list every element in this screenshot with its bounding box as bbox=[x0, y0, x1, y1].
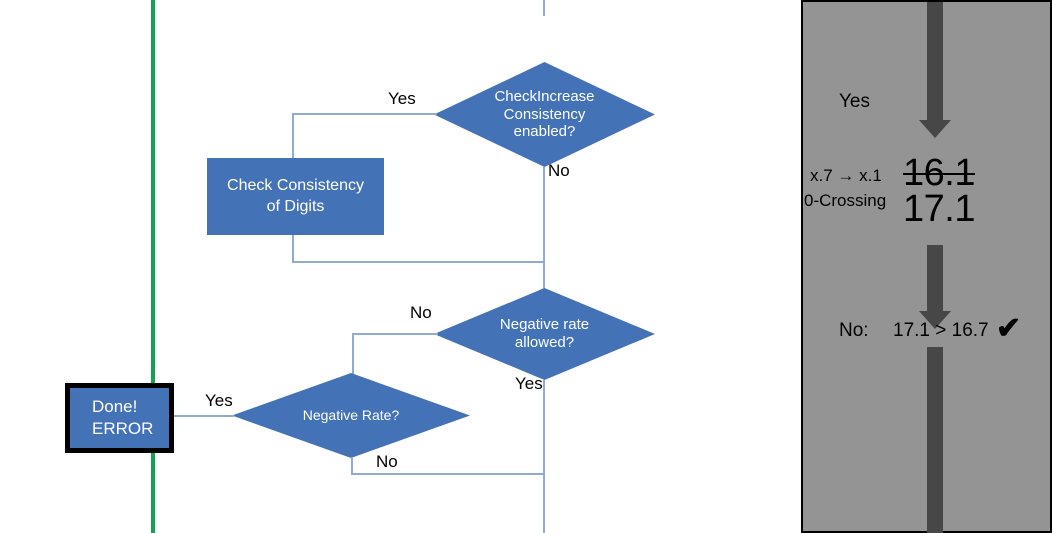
panel-transition-label: x.7 → x.1 bbox=[810, 166, 882, 185]
down-arrow-middle bbox=[919, 245, 951, 329]
panel-value-current: 17.1 bbox=[903, 188, 975, 230]
edge-label-check-increase-yes: Yes bbox=[388, 89, 416, 108]
process-line-2: of Digits bbox=[266, 197, 325, 215]
down-arrow-top bbox=[919, 2, 951, 138]
flowchart-canvas: CheckIncrease Consistency enabled? Yes C… bbox=[65, 0, 655, 533]
flow-bar-bottom bbox=[927, 347, 943, 533]
annotation-panel: Yes x.7 → x.1 0-Crossing 16.1 17.1 No: 1… bbox=[801, 0, 1052, 533]
terminal-line-2: ERROR bbox=[92, 419, 154, 438]
panel-comparison-prefix: No: bbox=[839, 320, 869, 341]
process-check-consistency-label: Check Consistency of Digits bbox=[227, 176, 364, 218]
edge-label-negative-rate-yes: Yes bbox=[205, 391, 233, 410]
connector-negative-rate-no-v bbox=[351, 457, 353, 474]
decision-line-2: allowed? bbox=[514, 334, 575, 351]
process-line-1: Check Consistency bbox=[227, 176, 364, 194]
edge-label-check-increase-no: No bbox=[548, 161, 570, 180]
terminal-line-1: Done! bbox=[92, 396, 138, 416]
connector-neg-allowed-no-h bbox=[352, 333, 438, 335]
arrow-head bbox=[919, 120, 951, 138]
green-marker-line bbox=[151, 0, 155, 533]
edge-label-negative-rate-no: No bbox=[376, 452, 398, 471]
decision-check-increase-consistency[interactable]: CheckIncrease Consistency enabled? bbox=[434, 62, 655, 167]
connector-check-increase-yes-h bbox=[292, 113, 437, 115]
edge-label-negative-rate-allowed-no: No bbox=[410, 303, 432, 322]
connector-neg-allowed-yes bbox=[543, 380, 545, 533]
decision-negative-rate-allowed[interactable]: Negative rate allowed? bbox=[434, 288, 655, 380]
panel-yes-label: Yes bbox=[839, 91, 870, 112]
terminal-done-error[interactable]: Done! ERROR bbox=[65, 383, 174, 453]
connector-check-increase-yes-v bbox=[292, 113, 294, 158]
connector-consistency-out-v bbox=[292, 235, 294, 262]
arrow-shaft bbox=[927, 245, 943, 311]
arrow-head bbox=[919, 311, 951, 329]
decision-line-2: Consistency bbox=[503, 105, 586, 123]
connector-check-increase-no bbox=[543, 167, 545, 294]
connector-negative-rate-yes bbox=[174, 415, 234, 417]
process-check-consistency-of-digits[interactable]: Check Consistency of Digits bbox=[207, 158, 384, 235]
connector-spine-top bbox=[543, 0, 545, 16]
edge-label-negative-rate-allowed-yes: Yes bbox=[515, 374, 543, 393]
decision-negative-rate-allowed-label: Negative rate allowed? bbox=[490, 316, 599, 351]
decision-line-3: enabled? bbox=[513, 123, 576, 141]
decision-check-increase-label: CheckIncrease Consistency enabled? bbox=[484, 88, 604, 141]
terminal-done-error-label: Done! ERROR bbox=[92, 396, 153, 440]
decision-line-1: CheckIncrease bbox=[494, 87, 595, 105]
panel-comparison: 17.1 > 16.7 bbox=[893, 320, 989, 341]
check-mark-icon: ✔ bbox=[996, 312, 1022, 345]
panel-value-struck: 16.1 bbox=[903, 152, 975, 194]
decision-negative-rate[interactable]: Negative Rate? bbox=[232, 373, 470, 458]
connector-negative-rate-no-h bbox=[351, 473, 545, 475]
decision-line-1: Negative rate bbox=[499, 316, 590, 334]
panel-zero-crossing-label: 0-Crossing bbox=[804, 191, 887, 210]
arrow-shaft bbox=[927, 2, 943, 120]
connector-consistency-out-h bbox=[292, 261, 545, 263]
decision-negative-rate-label: Negative Rate? bbox=[302, 407, 400, 424]
